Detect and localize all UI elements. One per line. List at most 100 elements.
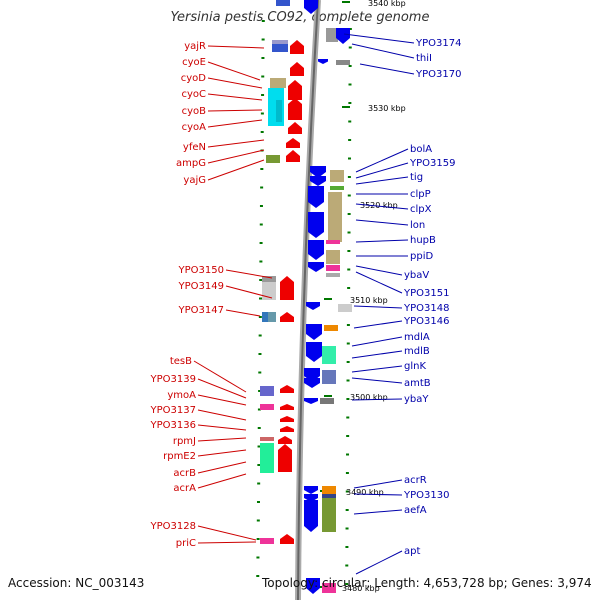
genome-axis-inner <box>297 0 319 600</box>
gene-box <box>326 240 340 244</box>
gene-box <box>324 325 338 331</box>
scale-tick-label: 3490 kbp <box>346 488 384 497</box>
leader-line <box>225 285 273 299</box>
gene-box <box>322 370 336 384</box>
gene-box <box>272 40 288 44</box>
leader-line <box>197 394 247 406</box>
track-tick <box>346 379 350 382</box>
track-tick <box>346 398 350 400</box>
leader-line <box>197 525 257 541</box>
track-tick <box>345 564 349 567</box>
track-tick <box>259 223 263 226</box>
gene-box <box>266 155 280 163</box>
leader-line <box>207 77 263 89</box>
track-tick <box>346 361 350 363</box>
track-tick <box>259 297 263 300</box>
gene-label-left: cyoC <box>181 89 206 100</box>
leader-line <box>355 550 403 575</box>
down-arrow <box>306 324 322 340</box>
track-tick <box>259 260 263 263</box>
leader-line <box>207 109 263 112</box>
scale-tick-label: 3530 kbp <box>368 104 406 113</box>
leader-line <box>351 43 415 59</box>
leader-line <box>355 176 409 185</box>
track-tick <box>256 519 260 522</box>
up-arrow <box>290 62 304 76</box>
track-tick <box>348 28 352 30</box>
leader-line <box>355 265 403 276</box>
gene-box <box>262 312 268 322</box>
down-arrow <box>308 240 324 260</box>
gene-label-right: acrR <box>404 475 427 486</box>
gene-label-right: clpX <box>410 204 432 215</box>
gene-label-left: ampG <box>176 158 206 169</box>
down-arrow <box>304 398 318 404</box>
leader-line <box>193 360 247 393</box>
gene-box <box>262 276 276 282</box>
gene-label-right: lon <box>410 220 425 231</box>
leader-line <box>353 320 403 329</box>
gene-label-left: cyoA <box>182 122 207 133</box>
leader-line <box>359 63 415 75</box>
leader-line <box>355 239 409 243</box>
leader-line <box>197 473 247 489</box>
leader-line <box>353 493 403 496</box>
gene-label-right: YPO3170 <box>415 69 461 80</box>
down-arrow <box>306 578 320 594</box>
gene-label-right: aefA <box>404 505 427 516</box>
track-tick <box>347 176 351 178</box>
track-tick <box>257 482 261 485</box>
leader-line <box>197 449 247 457</box>
track-tick <box>347 250 351 252</box>
scale-tick-mark <box>342 1 350 3</box>
scale-tick-label: 3510 kbp <box>350 296 388 305</box>
leader-line <box>355 203 409 210</box>
leader-line <box>197 437 247 442</box>
gene-label-right: glnK <box>404 361 426 372</box>
gene-label-left: priC <box>176 538 196 549</box>
track-tick <box>346 453 350 456</box>
track-tick <box>257 464 261 466</box>
track-tick <box>348 65 352 67</box>
gene-label-right: mdlB <box>404 346 430 357</box>
leader-line <box>355 148 409 173</box>
gene-box <box>330 186 344 190</box>
gene-label-left: YPO3147 <box>178 305 224 316</box>
track-tick <box>347 194 351 197</box>
gene-box <box>262 312 276 322</box>
track-tick <box>347 231 351 234</box>
up-arrow <box>290 40 304 54</box>
track-tick <box>348 120 352 123</box>
gene-box <box>328 192 342 242</box>
gene-box <box>322 583 336 593</box>
leader-line <box>207 159 265 181</box>
gene-label-left: YPO3150 <box>178 265 224 276</box>
down-arrow <box>318 59 328 64</box>
gene-box <box>326 265 340 271</box>
track-tick <box>346 342 350 345</box>
gene-label-left: YPO3149 <box>178 281 224 292</box>
track-tick <box>258 316 262 318</box>
track-tick <box>258 371 262 374</box>
track-tick <box>258 390 262 392</box>
down-arrow <box>310 176 326 186</box>
track-tick <box>345 583 349 585</box>
gene-label-left: rpmJ <box>173 436 196 447</box>
track-tick <box>346 435 350 437</box>
gene-label-right: bolA <box>410 144 432 155</box>
track-tick <box>258 353 262 355</box>
up-arrow <box>280 385 294 393</box>
accession-text: Accession: NC_003143 <box>8 576 145 590</box>
gene-label-left: rpmE2 <box>163 451 196 462</box>
up-arrow <box>288 98 302 120</box>
up-arrow <box>280 276 294 300</box>
down-arrow <box>304 500 318 532</box>
track-tick <box>256 538 260 540</box>
down-arrow <box>304 378 320 388</box>
gene-label-right: YPO3148 <box>403 303 449 314</box>
gene-label-right: apt <box>404 546 420 557</box>
up-arrow <box>278 444 292 472</box>
gene-box <box>336 60 350 65</box>
topology-text: Topology: circular; Length: 4,653,728 bp… <box>262 576 592 590</box>
down-arrow <box>308 212 324 238</box>
